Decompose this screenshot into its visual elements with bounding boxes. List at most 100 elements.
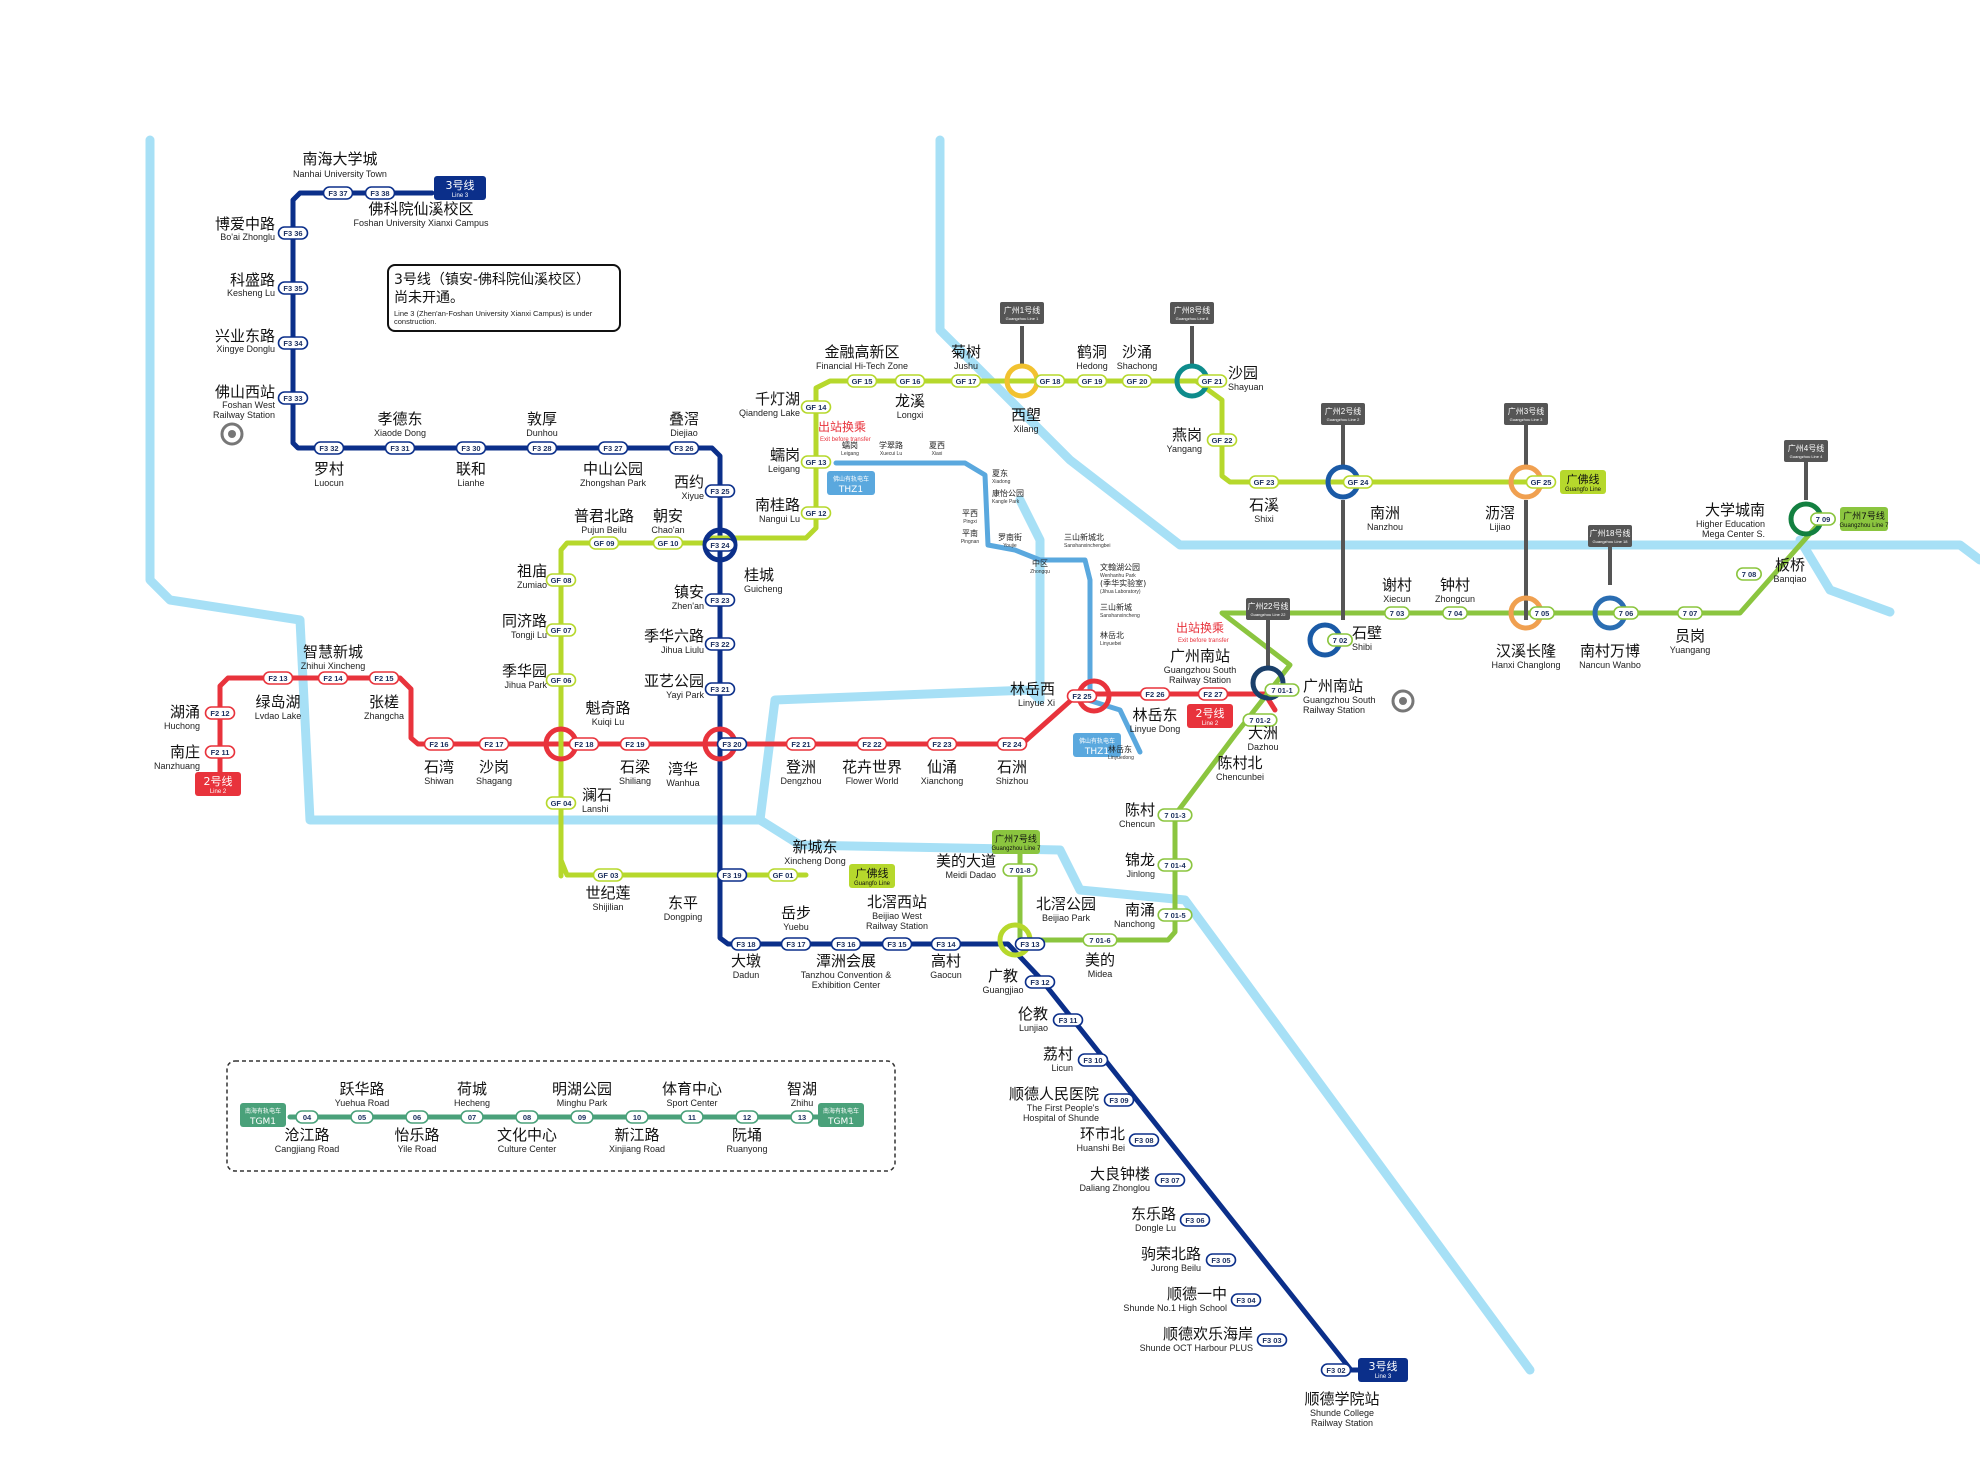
station-gz-south-r[interactable]: 广州南站 Guangzhou South Railway Station [1303,677,1376,715]
station-marker-shunde1[interactable]: F3 04 [1230,1293,1262,1307]
station-xiyue[interactable]: 西约 Xiyue [674,473,704,501]
station-xiaode[interactable]: 孝德东 Xiaode Dong [374,410,426,438]
station-qiandeng[interactable]: 千灯湖 Qiandeng Lake [739,390,800,418]
station-fs-west[interactable]: 佛山西站 Foshan West Railway Station [213,383,276,420]
station-marker-tongji[interactable]: GF 07 [545,623,577,637]
station-zhongcun[interactable]: 钟村 Zhongcun [1435,576,1475,604]
station-huanshi[interactable]: 环市北 Huanshi Bei [1076,1125,1125,1153]
station-shixi[interactable]: 石溪 Shixi [1249,496,1279,524]
station-oct[interactable]: 顺德欢乐海岸 Shunde OCT Harbour PLUS [1140,1325,1253,1353]
station-marker-jihuayuan[interactable]: GF 06 [545,673,577,687]
station-nanzhou[interactable]: 南洲 Nanzhou [1367,504,1403,532]
station-dengzhou[interactable]: 登洲 Dengzhou [780,758,821,786]
station-guangjiao[interactable]: 广教 Guangjiao [982,967,1023,995]
station-marker-yile[interactable]: 06 [405,1110,429,1124]
station-marker-guangjiao[interactable]: F3 12 [1024,975,1056,989]
station-linyuexi[interactable]: 林岳西 Linyue Xi [1010,680,1055,708]
station-daliang[interactable]: 大良钟楼 Daliang Zhonglou [1079,1165,1150,1193]
station-marker-hanxi[interactable]: 7 05 [1529,606,1556,620]
station-chencun[interactable]: 陈村 Chencun [1119,801,1155,829]
station-marker-qiandeng[interactable]: GF 14 [800,400,832,414]
station-marker-xinjiang[interactable]: 10 [625,1110,649,1124]
station-beijiao-west[interactable]: 北滘西站 Beijiao West Railway Station [866,893,928,931]
station-nancun[interactable]: 南村万博 Nancun Wanbo [1579,642,1641,670]
station-marker-shayuan[interactable]: GF 21 [1196,374,1228,388]
station-lanshi[interactable]: 澜石 Lanshi [582,786,612,814]
station-marker-chaoan[interactable]: GF 10 [652,536,684,550]
station-marker-lianhe[interactable]: F3 30 [455,441,487,455]
station-marker-jihua6[interactable]: F3 22 [704,637,736,651]
station-marker-tanzhou[interactable]: F3 16 [830,937,862,951]
station-xincheng[interactable]: 新城东 Xincheng Dong [784,838,846,866]
station-marker-zhihu[interactable]: 13 [790,1110,814,1124]
station-dongping[interactable]: 东平 Dongping [664,894,703,922]
station-nanhai-univ[interactable]: 南海大学城 Nanhai University Town [293,150,387,179]
station-marker-beijiao-park[interactable]: F3 13 [1014,937,1046,951]
station-nanyong[interactable]: 南涌 Nanchong [1114,901,1155,929]
station-zhihu[interactable]: 智湖 Zhihu [787,1080,817,1108]
station-marker-zhihui[interactable]: F2 14 [317,671,349,685]
station-marker-zhangcha[interactable]: F2 15 [368,671,400,685]
station-fosun-xianxi[interactable]: 佛科院仙溪校区 Foshan University Xianxi Campus [353,200,489,228]
station-guicheng[interactable]: 桂城 Guicheng [744,566,783,594]
station-marker-wanhua[interactable]: F3 20 [716,737,748,751]
station-marker-dongle[interactable]: F3 06 [1179,1213,1211,1227]
station-yuebu[interactable]: 岳步 Yuebu [781,904,811,932]
thz-station-wenhan[interactable]: 文翰湖公园 Wenhanhu Park [1100,562,1140,579]
station-marker-shagang[interactable]: F2 17 [478,737,510,751]
station-kuiqi[interactable]: 魁奇路 Kuiqi Lu [585,699,630,727]
station-chaoan[interactable]: 朝安 Chao'an [651,507,684,535]
station-wanhua[interactable]: 湾华 Wanhua [666,760,699,788]
station-nanzhuang[interactable]: 南庄 Nanzhuang [154,743,200,771]
station-minghu[interactable]: 明湖公园 Minghu Park [552,1080,612,1108]
station-cangjiang[interactable]: 沧江路 Cangjiang Road [275,1126,340,1154]
station-flower[interactable]: 花卉世界 Flower World [842,758,902,786]
station-marker-daxuecheng[interactable]: 7 09 [1810,512,1837,526]
station-shibi[interactable]: 石壁 Shibi [1352,624,1382,652]
station-marker-longxi[interactable]: GF 16 [894,374,926,388]
station-marker-chencun[interactable]: 7 01-3 [1157,808,1193,822]
station-shagang[interactable]: 沙岗 Shagang [476,758,512,786]
station-marker-nanhai-univ[interactable]: F3 37 [322,186,354,200]
station-hanxi[interactable]: 汉溪长隆 Hanxi Changlong [1491,642,1560,670]
station-leigang[interactable]: 蠕岗 Leigang [768,446,800,474]
station-marker-cangjiang[interactable]: 04 [295,1110,319,1124]
station-marker-dadun[interactable]: F3 18 [730,937,762,951]
station-xinjiang[interactable]: 新江路 Xinjiang Road [609,1126,665,1154]
station-banqiao[interactable]: 板桥 Banqiao [1773,556,1806,584]
station-marker-nanyong[interactable]: 7 01-5 [1157,908,1193,922]
station-jushu[interactable]: 菊树 Jushu [951,343,981,371]
station-yuangang[interactable]: 员岗 Yuangang [1670,627,1711,655]
station-marker-jushu[interactable]: GF 17 [950,374,982,388]
station-marker-meidi[interactable]: 7 01-8 [1002,863,1038,877]
station-marker-jurong[interactable]: F3 05 [1205,1253,1237,1267]
station-xilang[interactable]: 西塱 Xilang [1011,406,1041,434]
station-hecheng[interactable]: 荷城 Hecheng [454,1080,490,1108]
station-marker-shiwan[interactable]: F2 16 [423,737,455,751]
station-tanzhou[interactable]: 潭洲会展 Tanzhou Convention & Exhibition Cen… [801,952,892,990]
station-zhongshan[interactable]: 中山公园 Zhongshan Park [580,460,647,488]
station-marker-linyuedong[interactable]: F2 26 [1139,687,1171,701]
station-marker-beijiao-west[interactable]: F3 15 [881,937,913,951]
station-jurong[interactable]: 驹荣北路 Jurong Beilu [1141,1245,1201,1273]
station-marker-fs-west[interactable]: F3 33 [277,391,309,405]
station-marker-kesheng[interactable]: F3 35 [277,281,309,295]
station-marker-banqiao[interactable]: 7 08 [1736,567,1763,581]
station-xingye[interactable]: 兴业东路 Xingye Donglu [215,327,275,354]
station-pujun[interactable]: 普君北路 Pujun Beilu [574,507,634,535]
station-shiwan[interactable]: 石湾 Shiwan [424,758,454,786]
station-yangang[interactable]: 燕岗 Yangang [1167,426,1202,454]
station-lunjiao[interactable]: 伦教 Lunjiao [1018,1005,1048,1033]
station-marker-xilang[interactable]: GF 18 [1034,374,1066,388]
station-xianyong[interactable]: 仙涌 Xianchong [921,758,964,786]
thz-station-xiadong[interactable]: 夏东 Xiadong [992,468,1011,485]
station-marker-chencun-bei[interactable]: 7 01-2 [1242,713,1278,727]
station-marker-yangang[interactable]: GF 22 [1206,433,1238,447]
station-marker-shunde-college[interactable]: F3 02 [1320,1363,1352,1377]
station-marker-dazhou[interactable]: 7 01-1 [1264,683,1300,697]
station-marker-shijilian[interactable]: GF 03 [592,868,624,882]
station-marker-zhenan[interactable]: F3 23 [704,593,736,607]
station-marker-nancun[interactable]: 7 06 [1613,606,1640,620]
station-shayuan[interactable]: 沙园 Shayuan [1228,364,1264,392]
station-marker-licun[interactable]: F3 10 [1077,1053,1109,1067]
